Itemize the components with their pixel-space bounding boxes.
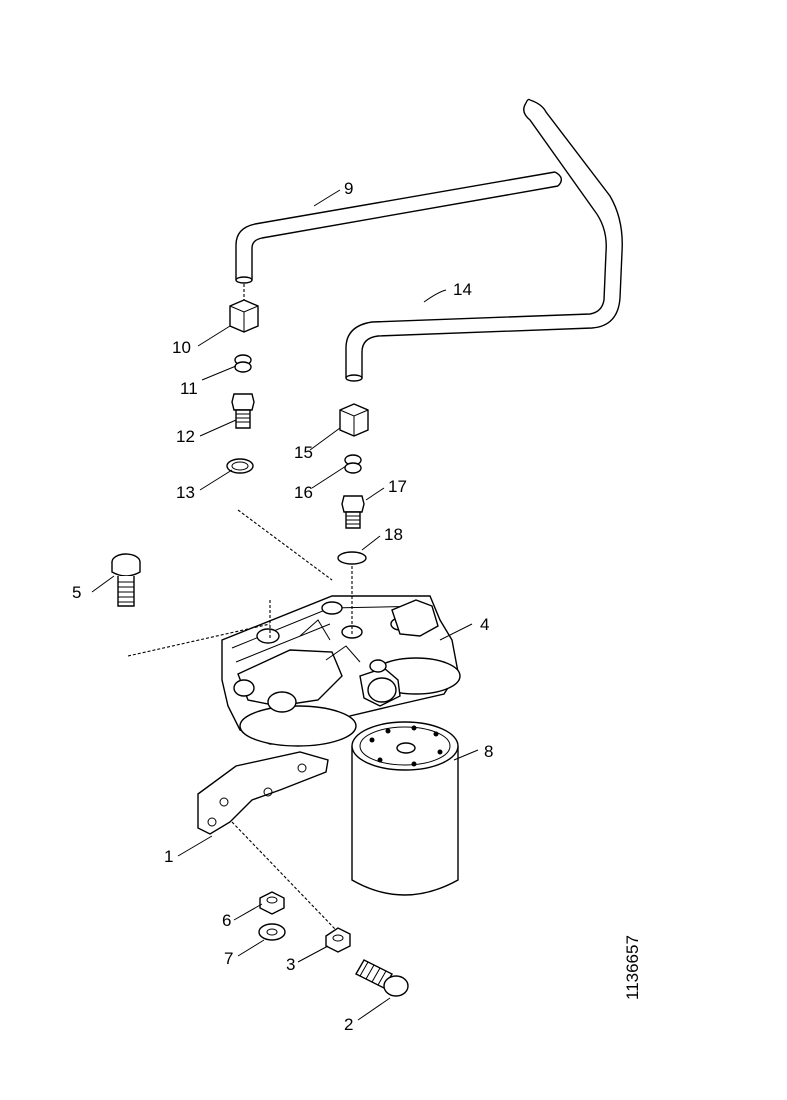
bolt-5: [111, 553, 141, 607]
callout-16: 16: [294, 483, 313, 502]
assembly-lines: [127, 509, 353, 931]
hose-14: [345, 98, 623, 382]
nut-10: [229, 299, 259, 333]
adapter-12: [231, 393, 255, 429]
callout-1: 1: [164, 847, 173, 866]
callout-15: 15: [294, 443, 313, 462]
bracket-1: [197, 751, 329, 835]
leader-lines: [91, 189, 479, 1021]
o-ring-18: [337, 551, 367, 565]
callout-17: 17: [388, 477, 407, 496]
bolt-2: [355, 959, 409, 997]
callout-7: 7: [224, 949, 233, 968]
callout-13: 13: [176, 483, 195, 502]
filter-head-4: [221, 595, 461, 747]
callout-8: 8: [484, 742, 493, 761]
callout-2: 2: [344, 1015, 353, 1034]
ferrule-16: [344, 454, 362, 474]
callout-11: 11: [180, 379, 198, 398]
callout-9: 9: [344, 179, 353, 198]
adapter-17: [341, 495, 365, 529]
callout-14: 14: [453, 280, 472, 299]
filter-element-8: [351, 721, 459, 896]
ferrule-11: [234, 354, 252, 373]
callout-4: 4: [480, 615, 489, 634]
callout-18: 18: [384, 525, 403, 544]
washer-13: [226, 458, 254, 474]
callout-3: 3: [286, 955, 295, 974]
washer-3: [325, 927, 351, 953]
callout-5: 5: [72, 583, 81, 602]
drawing-number: 1136657: [623, 935, 642, 1000]
callout-6: 6: [222, 911, 231, 930]
washer-7: [258, 923, 286, 941]
callout-labels: 9 14 10 11 12 13 15 16 17 18 5 4 8 1 6 7…: [72, 179, 493, 1034]
nut-15: [339, 403, 369, 437]
callout-12: 12: [176, 427, 195, 446]
nut-6: [259, 891, 285, 915]
callout-10: 10: [172, 338, 191, 357]
hose-9: [235, 171, 563, 300]
